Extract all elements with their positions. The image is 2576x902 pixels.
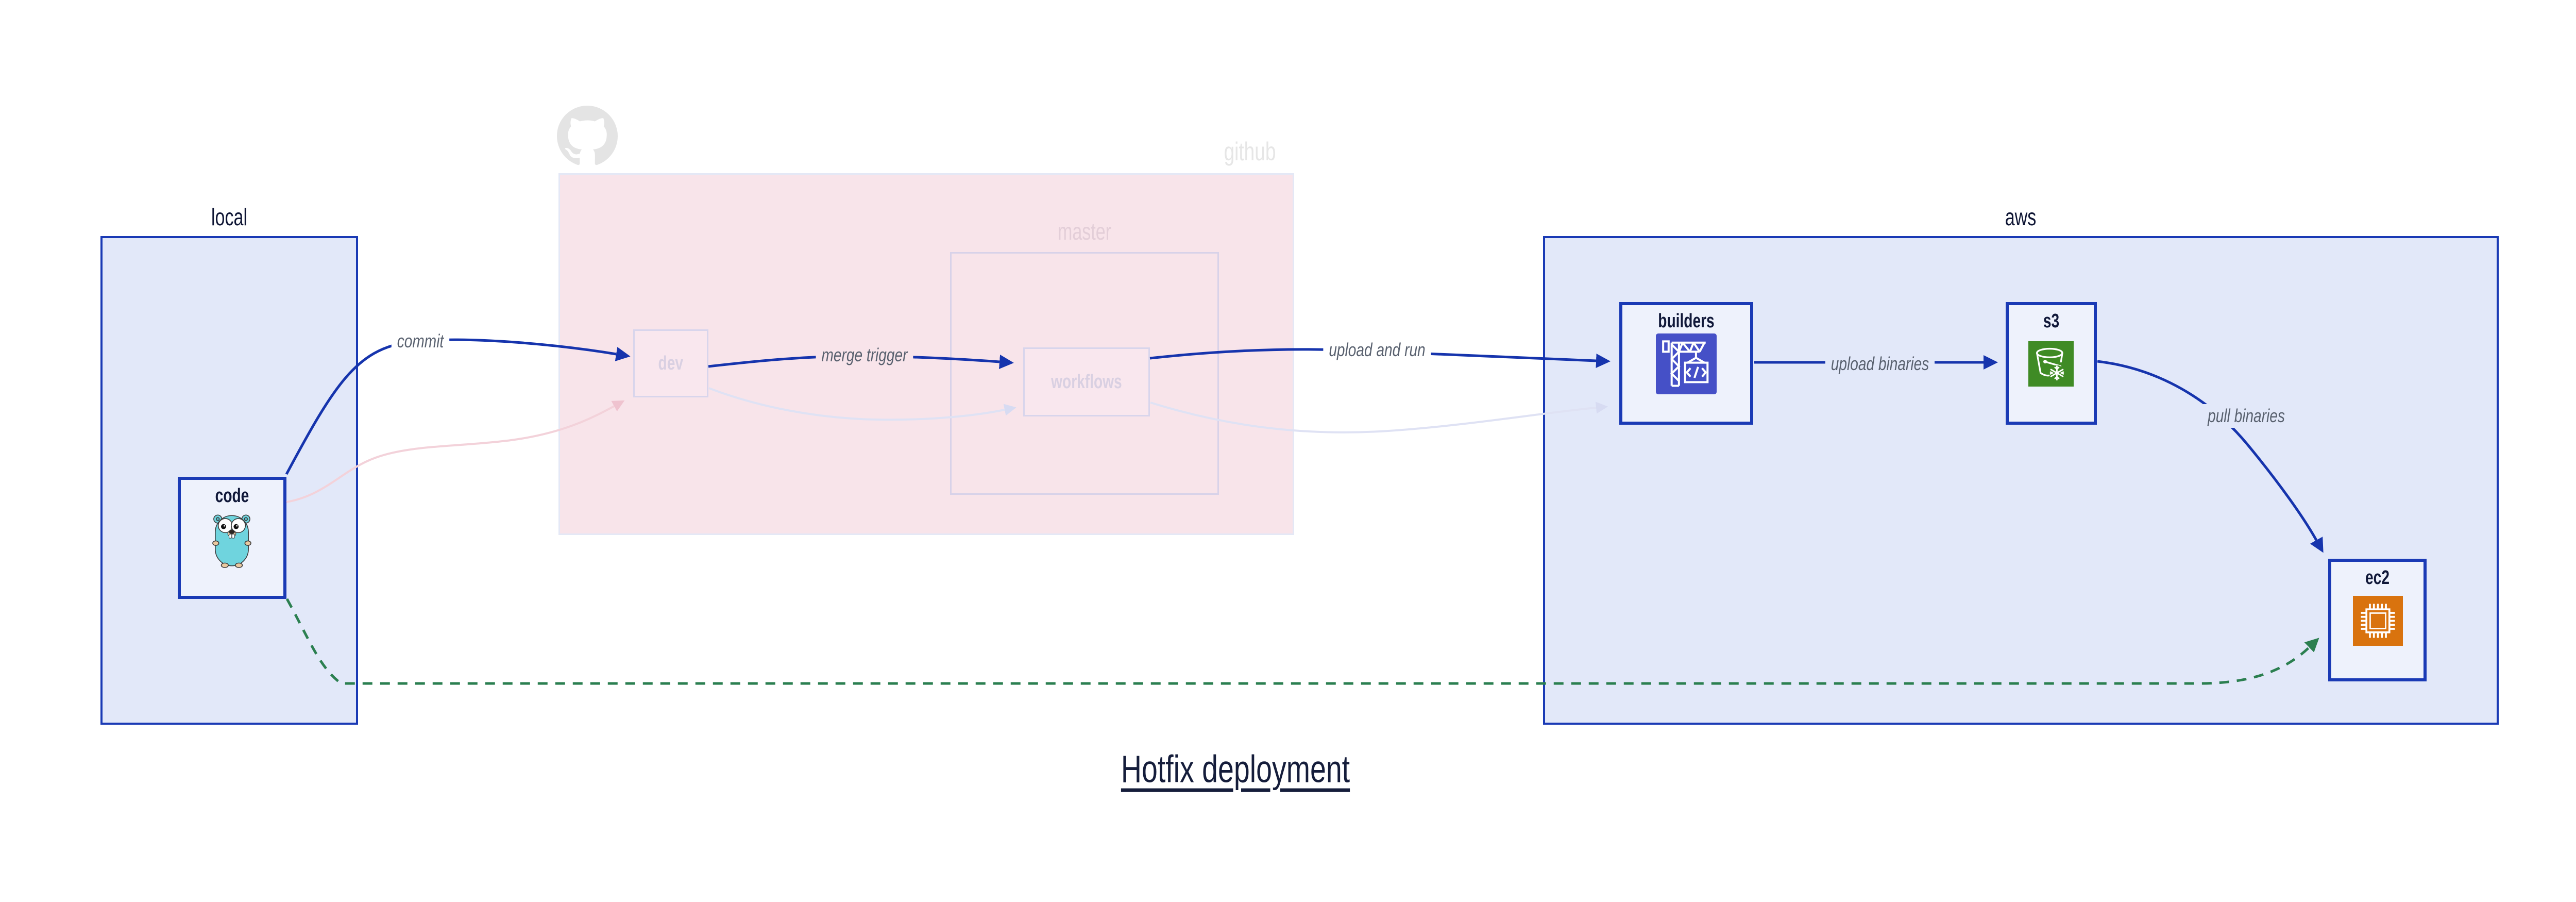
node-workflows-label: workflows (1051, 371, 1122, 393)
container-local-label: local (211, 204, 248, 230)
edge-label-upload-binaries: upload binaries (1825, 352, 1935, 376)
node-workflows: workflows (1023, 347, 1150, 416)
container-master-label: master (1057, 218, 1112, 245)
node-code-label: code (215, 485, 249, 507)
diagram-title: Hotfix deployment (1121, 747, 1350, 791)
node-ec2-label: ec2 (2365, 567, 2389, 589)
container-master (950, 252, 1219, 495)
codebuild-crane-icon (1656, 333, 1717, 394)
node-dev-label: dev (658, 352, 684, 374)
go-gopher-icon (212, 514, 251, 568)
container-aws-label: aws (2005, 204, 2037, 230)
container-github-label: github (1224, 137, 1276, 166)
github-logo-icon (557, 106, 618, 165)
edge-label-upload-and-run: upload and run (1323, 338, 1431, 362)
edge-label-commit: commit (391, 329, 450, 353)
node-builders-label: builders (1658, 310, 1715, 332)
node-dev: dev (633, 329, 708, 397)
node-s3-label: s3 (2043, 310, 2060, 332)
s3-glacier-bucket-icon (2028, 341, 2074, 387)
edge-label-merge-trigger: merge trigger (816, 343, 913, 367)
edge-label-pull-binaries: pull binaries (2202, 404, 2291, 428)
ec2-chip-icon (2353, 596, 2403, 646)
